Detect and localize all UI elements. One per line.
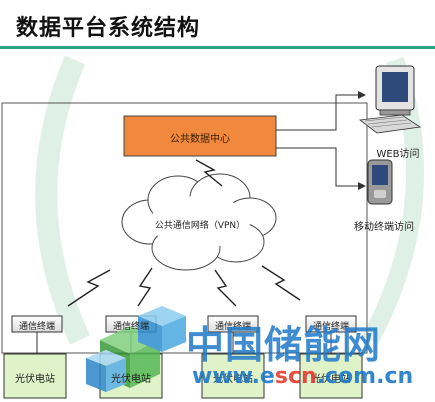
lightning-icon bbox=[261, 265, 301, 301]
terminal-label-1: 通信终端 bbox=[18, 322, 56, 332]
pv-station-box-4 bbox=[299, 353, 363, 399]
mobile-connector bbox=[276, 147, 358, 187]
lightning-icon bbox=[214, 269, 237, 307]
network-cloud bbox=[121, 173, 277, 271]
pv-station-box-3 bbox=[201, 353, 265, 399]
watermark-site-name: 中国储能网 bbox=[186, 323, 382, 367]
watermark-url-part: www.e bbox=[192, 364, 275, 389]
pv-station-label-3: 光伏电站 bbox=[213, 374, 253, 385]
network-label: 公共通信网络（VPN） bbox=[154, 221, 246, 231]
web-connector bbox=[276, 94, 360, 131]
web-access-label: WEB访问 bbox=[376, 149, 420, 160]
pv-station-box-1 bbox=[3, 353, 67, 399]
title-underline bbox=[0, 46, 435, 49]
pv-station-label-1: 光伏电站 bbox=[15, 374, 55, 385]
bg-swoosh bbox=[35, 55, 90, 345]
lightning-icon bbox=[67, 269, 111, 307]
lightning-icon bbox=[137, 267, 153, 307]
pv-station-label-2: 光伏电站 bbox=[111, 374, 151, 385]
data-center-box bbox=[123, 115, 277, 157]
watermark-url-part: .com.cn bbox=[316, 364, 414, 389]
lightning-icon bbox=[195, 159, 223, 187]
terminal-label-2: 通信终端 bbox=[112, 322, 150, 332]
system-boundary bbox=[1, 102, 368, 354]
watermark-url: www.escn.com.cn bbox=[192, 364, 413, 389]
mobile-arrow bbox=[358, 182, 366, 190]
watermark-url-part: scn bbox=[274, 364, 317, 389]
pv-station-label-4: 光伏电站 bbox=[311, 374, 351, 385]
mobile-device-icon bbox=[367, 159, 393, 205]
terminal-label-4: 通信终端 bbox=[312, 322, 350, 332]
computer-icon bbox=[358, 65, 422, 134]
watermark-logo-icon bbox=[86, 306, 186, 392]
mobile-access-label: 移动终端访问 bbox=[354, 222, 414, 233]
data-center-label: 公共数据中心 bbox=[170, 134, 230, 145]
terminal-label-3: 通信终端 bbox=[214, 322, 252, 332]
web-arrow bbox=[358, 91, 366, 99]
page-title: 数据平台系统结构 bbox=[16, 16, 201, 41]
